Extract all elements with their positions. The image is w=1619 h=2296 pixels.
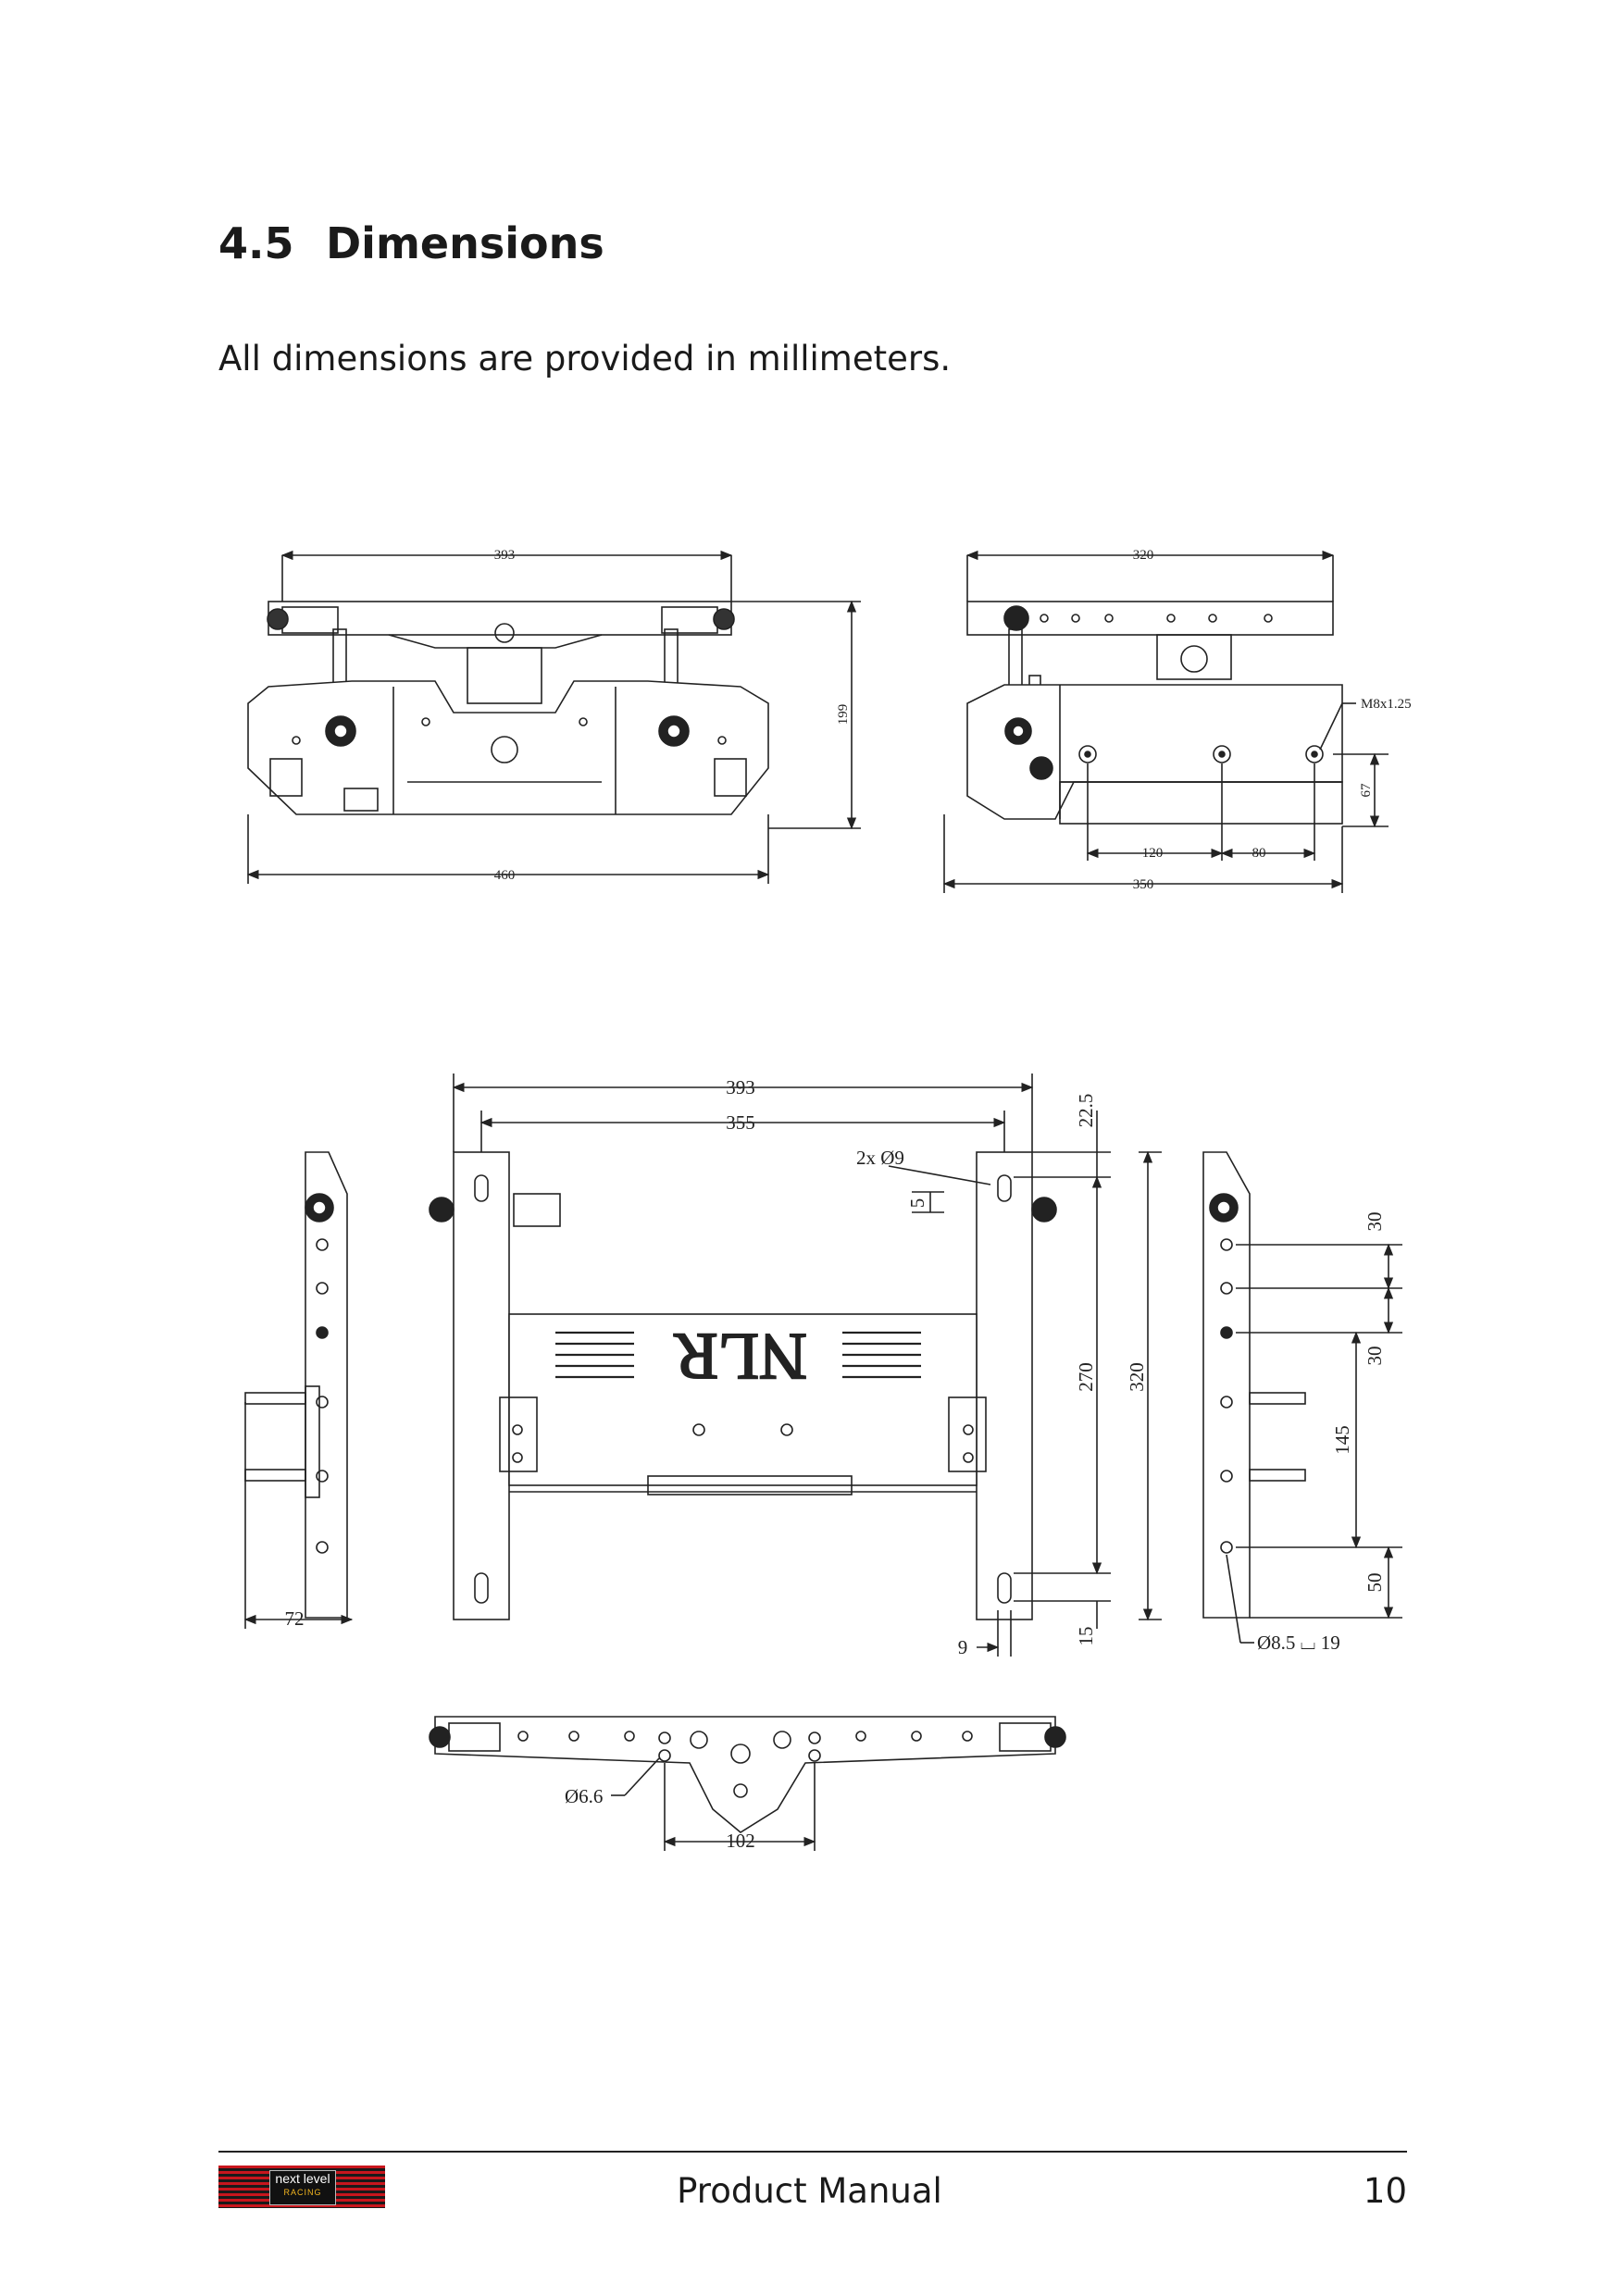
bottom-view-drawing xyxy=(429,1716,1066,1851)
dim-front-width-top: 393 xyxy=(494,548,516,563)
footer-divider xyxy=(218,2151,1407,2153)
brand-logo-line2: RACING xyxy=(283,2188,322,2197)
dim-top-slot-x: 9 xyxy=(958,1636,968,1658)
dim-top-slot-width: 5 xyxy=(906,1198,928,1209)
dim-bottom-hole-note: Ø6.6 xyxy=(565,1785,603,1807)
footer-title: Product Manual xyxy=(677,2171,942,2211)
right-profile-drawing xyxy=(1202,1151,1402,1644)
dimension-labels: 393 199 460 320 M8x1.25 67 120 80 350 39… xyxy=(285,548,1412,1852)
dim-top-slot-bottom: 15 xyxy=(1075,1627,1097,1646)
dim-bottom-spacing: 102 xyxy=(726,1830,755,1852)
dim-hole-end: 50 xyxy=(1364,1573,1386,1593)
dim-side-width-top: 320 xyxy=(1133,548,1154,563)
intro-text: All dimensions are provided in millimete… xyxy=(218,339,952,379)
dim-side-thread: M8x1.25 xyxy=(1361,697,1412,712)
dim-hole-span: 145 xyxy=(1331,1425,1353,1455)
dim-top-length: 270 xyxy=(1075,1362,1097,1392)
dim-front-width-bottom: 460 xyxy=(494,868,516,883)
dim-top-length-outer: 320 xyxy=(1126,1362,1148,1392)
dim-front-height: 199 xyxy=(836,704,851,726)
dim-side-height: 67 xyxy=(1359,783,1374,798)
dim-side-width-bottom: 350 xyxy=(1133,877,1154,892)
dim-hole-spacing-1: 30 xyxy=(1364,1212,1386,1232)
brand-logo-badge: next level RACING xyxy=(269,2170,336,2205)
dim-depth: 72 xyxy=(285,1607,305,1630)
section-heading: 4.5 Dimensions xyxy=(218,218,604,268)
page-number: 10 xyxy=(1363,2171,1407,2211)
brand-logo: next level RACING xyxy=(218,2166,385,2208)
dim-top-slot-top: 22.5 xyxy=(1075,1094,1097,1128)
front-view-drawing xyxy=(246,550,861,884)
dim-side-hole-a: 120 xyxy=(1142,846,1164,861)
brand-logo-line1: next level xyxy=(275,2171,330,2186)
dim-top-hole-note: 2x Ø9 xyxy=(856,1147,904,1169)
section-title: Dimensions xyxy=(326,218,604,268)
dim-top-width-outer: 393 xyxy=(726,1076,755,1098)
top-view-drawing xyxy=(429,1074,1162,1657)
panel-logo-text: NLR xyxy=(674,1320,807,1394)
dim-top-width-inner: 355 xyxy=(726,1111,755,1134)
section-number: 4.5 xyxy=(218,218,294,268)
left-profile-drawing xyxy=(243,1151,354,1629)
dim-hole-spacing-2: 30 xyxy=(1364,1347,1386,1366)
dim-hole-note-2: Ø8.5 ⌴ 19 xyxy=(1257,1632,1340,1654)
side-view-drawing xyxy=(942,550,1389,893)
dim-side-hole-b: 80 xyxy=(1252,846,1266,861)
